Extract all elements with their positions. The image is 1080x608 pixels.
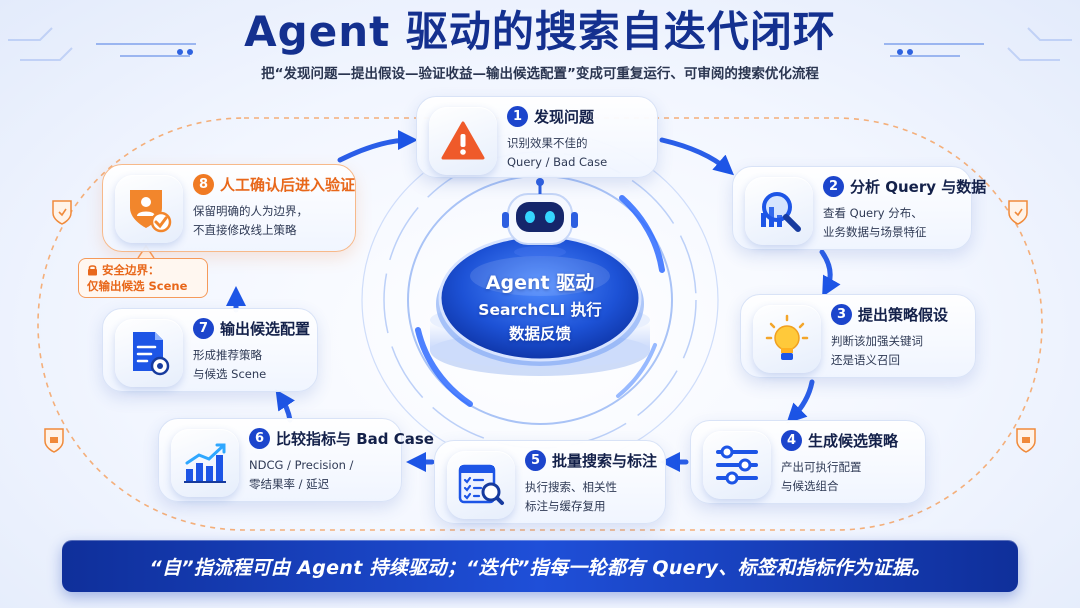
hub-title: Agent 驱动: [485, 272, 595, 294]
loop-shield-icon-right: [1008, 200, 1028, 225]
step-number: 2: [823, 176, 844, 197]
robot-icon: [502, 178, 578, 258]
step-title: 批量搜索与标注: [552, 452, 658, 470]
magnifier-chart-icon: [745, 177, 813, 245]
step-title: 发现问题: [534, 108, 595, 126]
step-desc-line-1: 产出可执行配置: [781, 460, 862, 474]
checklist-search-icon: [447, 451, 515, 519]
step-card-2: 2 分析 Query 与数据 查看 Query 分布、业务数据与场景特征: [732, 166, 986, 250]
hub-disc: [436, 234, 644, 366]
boundary-detail: 仅输出候选 Scene: [87, 279, 188, 293]
outer-dashed-loop: [37, 117, 1043, 531]
loop-lock-icon-right: [1016, 428, 1036, 453]
step-title: 提出策略假设: [858, 306, 949, 324]
hub-line-3: 数据反馈: [508, 325, 571, 343]
step-desc-line-1: 保留明确的人为边界，: [193, 204, 308, 218]
step-title: 人工确认后进入验证: [220, 176, 356, 194]
arrow-2-to-3: [819, 249, 841, 297]
sliders-icon: [703, 431, 771, 499]
step-number: 1: [507, 106, 528, 127]
footer-banner-text: “自”指流程可由 Agent 持续驱动；“迭代”指每一轮都有 Query、标签和…: [149, 556, 931, 579]
step-number: 7: [193, 318, 214, 339]
step-desc-line-1: 执行搜索、相关性: [525, 480, 617, 494]
step-title: 分析 Query 与数据: [850, 178, 987, 196]
cycle-arrows: [226, 130, 841, 472]
step-card-7: 7 输出候选配置 形成推荐策略与候选 Scene: [102, 308, 318, 392]
step-title: 输出候选配置: [220, 320, 311, 338]
step-number: 5: [525, 450, 546, 471]
arrow-6-to-7: [275, 389, 295, 423]
step-desc-line-2: 与候选 Scene: [193, 367, 267, 381]
loop-shield-icon-left: [52, 200, 72, 225]
step-desc-line-2: 零结果率 / 延迟: [249, 477, 330, 491]
boundary-title: 安全边界：: [102, 263, 160, 277]
step-desc-line-2: 与候选组合: [781, 479, 839, 493]
document-gear-icon: [115, 319, 183, 387]
step-desc-line-1: NDCG / Precision /: [249, 458, 354, 472]
warning-icon: [429, 107, 497, 175]
header-decoration-right: [884, 27, 1072, 61]
header-dots: [177, 49, 913, 55]
step-number: 6: [249, 428, 270, 449]
lock-icon: [88, 265, 97, 276]
step-desc-line-2: Query / Bad Case: [507, 155, 608, 169]
footer-banner: “自”指流程可由 Agent 持续驱动；“迭代”指每一轮都有 Query、标签和…: [62, 540, 1018, 592]
step-number: 3: [831, 304, 852, 325]
step-card-4: 4 生成候选策略 产出可执行配置与候选组合: [690, 420, 926, 504]
shield-user-icon: [115, 175, 183, 243]
step-desc-line-1: 查看 Query 分布、: [823, 206, 923, 220]
step-desc-line-2: 还是语义召回: [831, 353, 900, 367]
arrow-8-to-1: [337, 130, 418, 163]
page-title: Agent 驱动的搜索自迭代闭环: [244, 7, 836, 56]
step-card-8: 8 人工确认后进入验证 保留明确的人为边界， 不直接修改线上策略: [102, 164, 356, 252]
step-card-5: 5 批量搜索与标注 执行搜索、相关性标注与缓存复用: [434, 440, 666, 524]
arrow-1-to-2: [659, 137, 735, 176]
lightbulb-icon: [753, 305, 821, 373]
step-desc-line-2: 业务数据与场景特征: [823, 225, 927, 239]
hub-line-2: SearchCLI 执行: [478, 301, 602, 319]
header-decoration-left: [8, 27, 196, 61]
step-desc-line-2: 不直接修改线上策略: [193, 223, 297, 237]
step-desc-line-1: 识别效果不佳的: [507, 136, 588, 150]
safety-boundary-badge: 安全边界： 仅输出候选 Scene: [78, 258, 208, 298]
step-card-1: 1 发现问题 识别效果不佳的 Query / Bad Case: [416, 96, 658, 178]
step-title: 比较指标与 Bad Case: [276, 430, 434, 448]
step-desc-line-2: 标注与缓存复用: [525, 499, 606, 513]
step-desc-line-1: 判断该加强关键词: [831, 334, 923, 348]
step-card-3: 3 提出策略假设 判断该加强关键词还是语义召回: [740, 294, 976, 378]
arrow-3-to-4: [786, 379, 815, 424]
step-card-6: 6 比较指标与 Bad Case NDCG / Precision / 零结果率 /…: [158, 418, 434, 502]
step-number: 8: [193, 174, 214, 195]
loop-lock-icon-left: [44, 428, 64, 453]
step-number: 4: [781, 430, 802, 451]
step-title: 生成候选策略: [808, 432, 899, 450]
page-subtitle: 把“发现问题—提出假设—验证收益—输出候选配置”变成可重复运行、可审阅的搜索优化…: [261, 66, 819, 82]
step-desc-line-1: 形成推荐策略: [193, 348, 262, 362]
bar-chart-icon: [171, 429, 239, 497]
